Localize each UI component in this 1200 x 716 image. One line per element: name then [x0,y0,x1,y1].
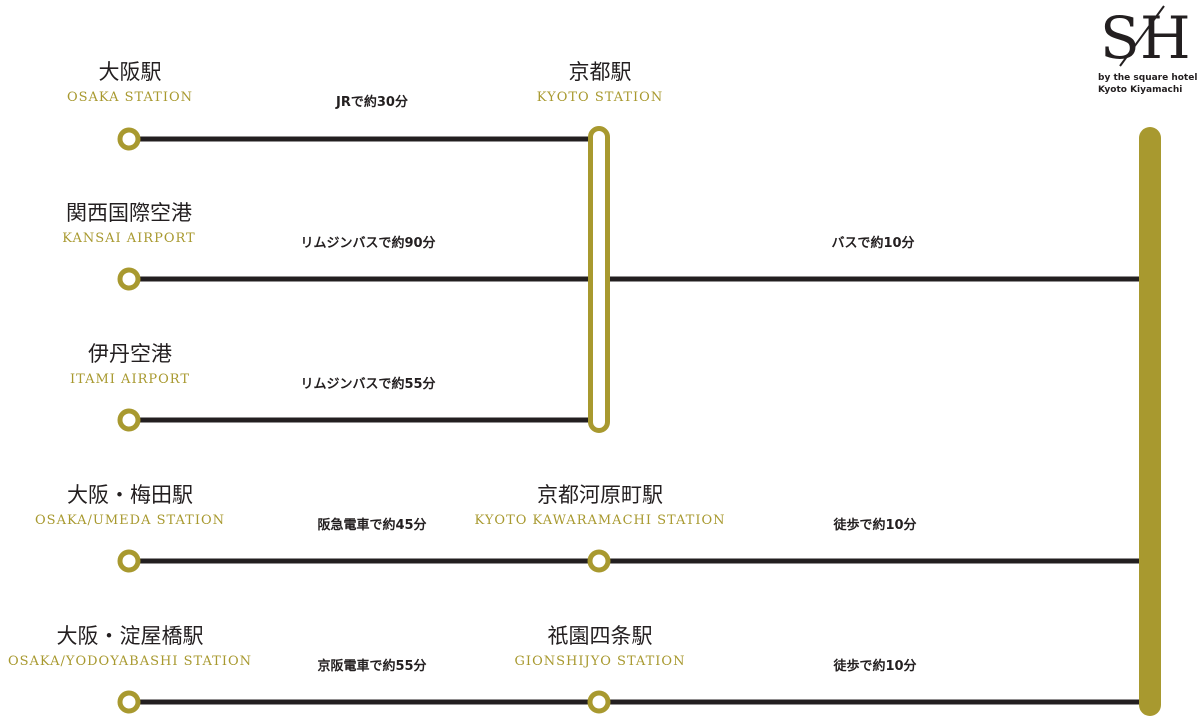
station-name-jp: 京都駅 [568,60,632,84]
gionshijyo-station-node [587,690,611,714]
station-name-jp: 大阪駅 [98,60,162,84]
route-time-kawaramachi-hotel: 徒歩で約10分 [833,518,917,533]
sh-logo-mark: S H [1100,4,1191,72]
itami-airport-node [117,408,141,432]
station-label-kansai: 関西国際空港 KANSAI AIRPORT [62,201,195,247]
route-time-yodoyabashi-gion: 京阪電車で約55分 [317,659,427,674]
route-time-itami-kyoto: リムジンバスで約55分 [300,377,436,392]
station-label-itami: 伊丹空港 ITAMI AIRPORT [70,342,190,388]
yodoyabashi-station-node [117,690,141,714]
osaka-station-node [117,127,141,151]
route-time-kansai-kyoto: リムジンバスで約90分 [300,236,436,251]
route-time-osaka-kyoto: JRで約30分 [336,95,408,110]
station-name-jp: 大阪・淀屋橋駅 [56,624,204,648]
station-label-kawaramachi: 京都河原町駅 KYOTO KAWARAMACHI STATION [474,483,725,529]
logo-h-letter: H [1140,4,1191,72]
station-name-jp: 京都河原町駅 [537,483,663,507]
kawaramachi-station-node [587,549,611,573]
hotel-logo: S H by the square hotel Kyoto Kiyamachi [1098,2,1200,96]
logo-hotel-name: Kyoto Kiyamachi [1098,85,1183,95]
logo-s-letter: S [1100,4,1140,72]
station-name-jp: 関西国際空港 [66,201,192,225]
station-label-osaka: 大阪駅 OSAKA STATION [67,60,193,106]
station-name-en: ITAMI AIRPORT [69,372,191,387]
station-name-jp: 祇園四条駅 [547,624,653,648]
kyoto-station-bar [588,126,610,433]
station-name-en: OSAKA STATION [66,90,194,105]
station-name-en: GIONSHIJYO STATION [514,654,686,669]
station-name-en: OSAKA/YODOYABASHI STATION [7,654,253,669]
route-time-umeda-kawaramachi: 阪急電車で約45分 [317,518,427,533]
kansai-airport-node [117,267,141,291]
station-name-en: KANSAI AIRPORT [62,231,196,246]
station-name-en: KYOTO KAWARAMACHI STATION [474,513,726,528]
station-label-gionshijyo: 祇園四条駅 GIONSHIJYO STATION [515,624,686,670]
station-label-umeda: 大阪・梅田駅 OSAKA/UMEDA STATION [35,483,225,529]
station-name-en: KYOTO STATION [536,90,664,105]
station-label-yodoyabashi: 大阪・淀屋橋駅 OSAKA/YODOYABASHI STATION [8,624,252,670]
station-name-jp: 伊丹空港 [87,342,172,366]
route-time-kyoto-hotel: バスで約10分 [831,236,915,251]
station-name-en: OSAKA/UMEDA STATION [35,513,225,528]
station-name-jp: 大阪・梅田駅 [67,483,193,507]
route-time-gion-hotel: 徒歩で約10分 [833,659,917,674]
logo-tagline: by the square hotel [1098,73,1198,83]
umeda-station-node [117,549,141,573]
hotel-destination-bar [1139,127,1161,716]
station-label-kyoto: 京都駅 KYOTO STATION [537,60,663,106]
